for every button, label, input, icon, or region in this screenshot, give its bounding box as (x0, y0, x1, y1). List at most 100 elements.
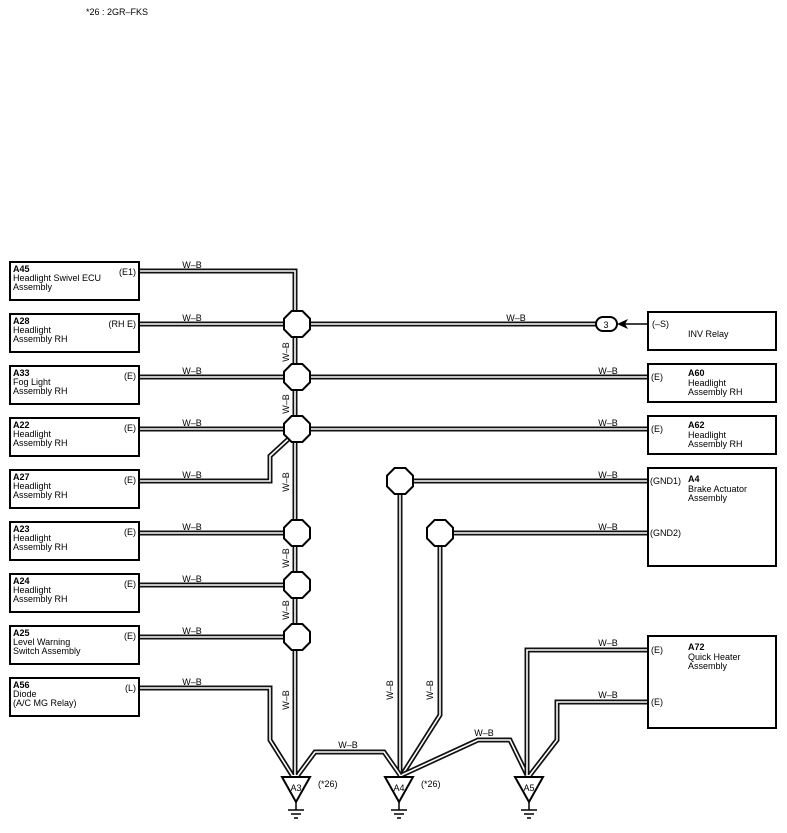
wire-color-label-vertical-6: W–B (385, 680, 395, 700)
component-name-line1: Headlight (13, 481, 52, 491)
component-pin: (E) (651, 424, 663, 434)
wire-color-label-vertical-7: W–B (425, 680, 435, 700)
component-code: A45 (13, 264, 30, 274)
arrow-icon (617, 319, 628, 329)
component-name-line1: Headlight (13, 325, 52, 335)
wire-gnd2-down (399, 533, 443, 777)
junction-connector-0 (283, 310, 311, 338)
wire-color-label-vertical-3: W–B (281, 548, 291, 568)
component-name-line1: Quick Heater (688, 652, 741, 662)
component-name-line2: Assembly RH (688, 439, 743, 449)
wire-color-label-left-6: W–B (182, 574, 202, 584)
junction-connector-5 (283, 623, 311, 651)
component-pin: (E) (124, 423, 136, 433)
junction-connector-3 (283, 519, 311, 547)
junction-connector-1 (283, 363, 311, 391)
component-name-line1: Headlight (13, 429, 52, 439)
component-name-line2: Assembly RH (13, 542, 68, 552)
wire-color-label-left-7: W–B (182, 626, 202, 636)
component-code: A24 (13, 576, 30, 586)
component-name-line2: Assembly RH (13, 438, 68, 448)
wire-color-label-vertical-4: W–B (281, 600, 291, 620)
ground-note: (*26) (318, 779, 338, 789)
component-pin: (E1) (119, 267, 136, 277)
wire-color-label-a60: W–B (598, 366, 618, 376)
wire-color-label-a72-1: W–B (598, 638, 618, 648)
component-name-line2: Assembly RH (688, 387, 743, 397)
component-a24 (9, 573, 140, 613)
wire-a56 (139, 685, 295, 777)
ground-point-a4 (383, 776, 415, 819)
component-pin: (E) (651, 372, 663, 382)
component-name-line2: Switch Assembly (13, 646, 81, 656)
wire-a27 (139, 431, 297, 484)
ground-code: A4 (393, 783, 404, 793)
component-a72-quick-heater (647, 635, 777, 729)
wire-color-label-a4a5: W–B (474, 728, 494, 738)
component-a23 (9, 521, 140, 561)
component-name-line1: Fog Light (13, 377, 51, 387)
wire-color-label-left-0: W–B (182, 260, 202, 270)
component-name-line1: Headlight (13, 585, 52, 595)
component-a22 (9, 417, 140, 457)
component-code: A25 (13, 628, 30, 638)
ground-point-a3 (280, 776, 312, 819)
component-pin: (E) (124, 527, 136, 537)
wire-color-label-a3a4: W–B (338, 740, 358, 750)
component-name-line2: Assembly (13, 282, 53, 292)
wire-color-label-a62: W–B (598, 418, 618, 428)
component-name-line2: Assembly (688, 493, 728, 503)
junction-connector-4 (283, 571, 311, 599)
component-a4-brake-actuator (647, 467, 777, 567)
wire-color-label-left-3: W–B (182, 418, 202, 428)
component-code: A22 (13, 420, 30, 430)
wire-color-label-vertical-1: W–B (281, 394, 291, 414)
component-code: A60 (688, 368, 705, 378)
component-pin: (E) (124, 631, 136, 641)
component-name-line1: Headlight (688, 430, 727, 440)
wire-trunk-main (139, 268, 298, 775)
component-name-line1: Headlight (13, 533, 52, 543)
inv-relay-name: INV Relay (688, 329, 729, 339)
component-a25 (9, 625, 140, 665)
component-a62 (647, 415, 777, 455)
component-code: A72 (688, 642, 705, 652)
wire-color-label-left-4: W–B (182, 470, 202, 480)
component-name-line1: Brake Actuator (688, 484, 747, 494)
wire-a72-e2 (528, 699, 648, 777)
junction-connector-gnd1 (386, 467, 414, 495)
component-a33 (9, 365, 140, 405)
ground-code: A3 (290, 783, 301, 793)
junction-connector-gnd2 (426, 519, 454, 547)
wire-a3-a4 (295, 749, 403, 777)
component-pin: (RH E) (109, 319, 137, 329)
wire-color-label-inv: W–B (506, 313, 526, 323)
component-code: A23 (13, 524, 30, 534)
wire-color-label-left-2: W–B (182, 366, 202, 376)
engine-note: *26 : 2GR–FKS (86, 7, 149, 17)
component-code: A62 (688, 420, 705, 430)
component-a45 (9, 261, 140, 301)
component-pin-e1: (E) (651, 645, 663, 655)
wire-color-label-gnd2: W–B (598, 522, 618, 532)
component-code: A33 (13, 368, 30, 378)
component-a28 (9, 313, 140, 353)
component-code: A28 (13, 316, 30, 326)
wire-color-label-left-1: W–B (182, 313, 202, 323)
junction-connector-2 (283, 415, 311, 443)
wire-color-label-left-5: W–B (182, 522, 202, 532)
component-a27 (9, 469, 140, 509)
wire-color-label-vertical-2: W–B (281, 472, 291, 492)
wire-color-label-a72-2: W–B (598, 690, 618, 700)
component-name-line1: Level Warning (13, 637, 70, 647)
component-name-line2: Assembly RH (13, 386, 68, 396)
component-a56 (9, 677, 140, 717)
inv-relay-pin: (–S) (652, 319, 669, 329)
component-pin: (E) (124, 371, 136, 381)
component-name-line2: Assembly (688, 661, 728, 671)
component-name-line2: (A/C MG Relay) (13, 698, 77, 708)
component-pin: (E) (124, 475, 136, 485)
wire-color-label-vertical-5: W–B (281, 690, 291, 710)
component-code: A4 (688, 474, 700, 484)
